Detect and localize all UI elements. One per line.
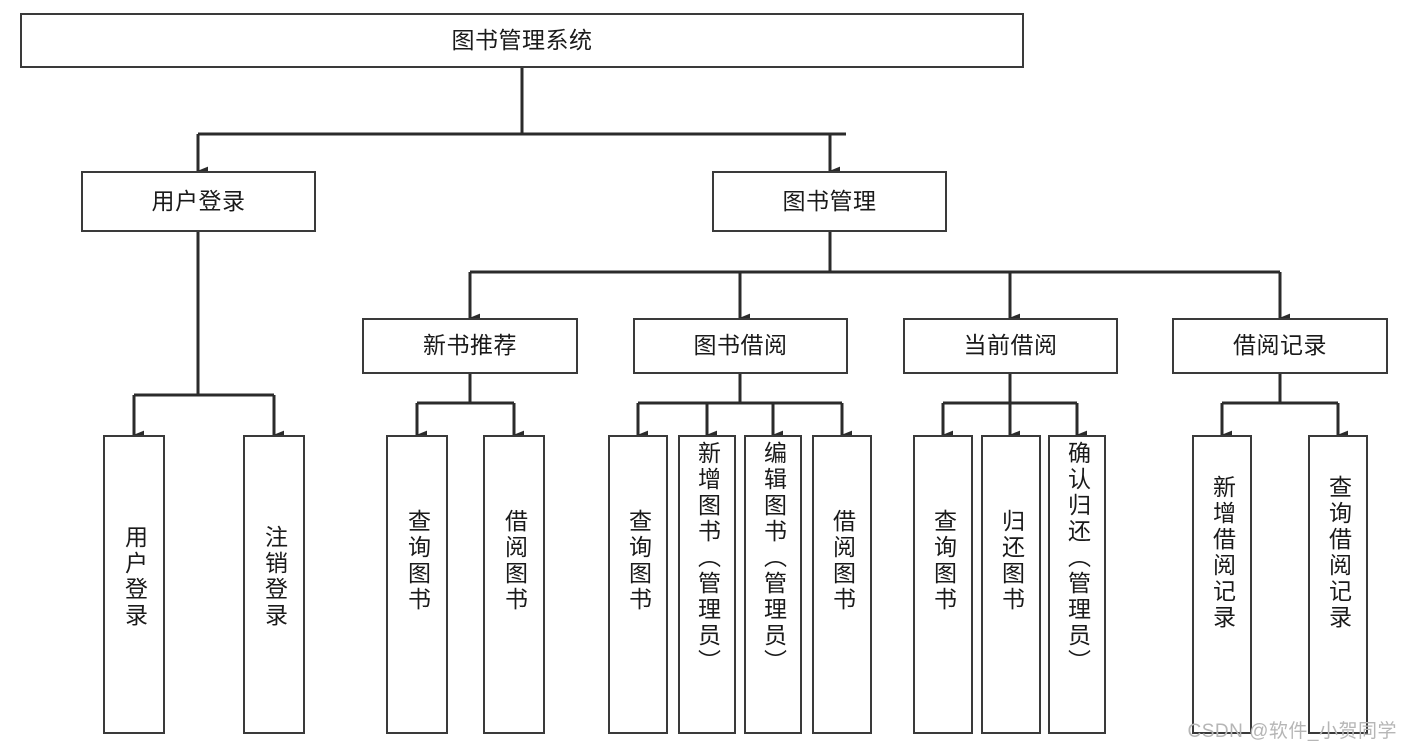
node-new-book-recommend[interactable]: 新书推荐 <box>362 318 578 374</box>
leaf-borrow-book-borrow[interactable]: 借阅图书 <box>812 435 872 734</box>
csdn-watermark: CSDN @软件_小贺同学 <box>1187 721 1397 742</box>
node-book-management[interactable]: 图书管理 <box>712 171 947 232</box>
node-label: 查询借阅记录 <box>1325 475 1352 631</box>
node-label: 借阅图书 <box>829 509 856 613</box>
node-label: 新增借阅记录 <box>1209 475 1236 631</box>
leaf-query-book-borrow[interactable]: 查询图书 <box>608 435 668 734</box>
node-label: 新书推荐 <box>423 332 517 359</box>
node-root-book-management-system[interactable]: 图书管理系统 <box>20 13 1024 68</box>
node-user-login[interactable]: 用户登录 <box>81 171 316 232</box>
node-label: 用户登录 <box>121 525 148 629</box>
leaf-add-borrow-record[interactable]: 新增借阅记录 <box>1192 435 1252 734</box>
node-borrow-records[interactable]: 借阅记录 <box>1172 318 1388 374</box>
node-label: 编辑图书（管理员） <box>760 441 787 675</box>
node-label: 查询图书 <box>404 509 431 613</box>
node-label: 当前借阅 <box>963 332 1058 359</box>
leaf-logout-login[interactable]: 注销登录 <box>243 435 305 734</box>
leaf-query-book-newbook[interactable]: 查询图书 <box>386 435 448 734</box>
node-current-borrow[interactable]: 当前借阅 <box>903 318 1118 374</box>
leaf-query-borrow-record[interactable]: 查询借阅记录 <box>1308 435 1368 734</box>
leaf-user-login[interactable]: 用户登录 <box>103 435 165 734</box>
node-label: 注销登录 <box>261 525 288 629</box>
leaf-edit-book-admin[interactable]: 编辑图书（管理员） <box>744 435 802 734</box>
leaf-confirm-return-admin[interactable]: 确认归还（管理员） <box>1048 435 1106 734</box>
node-label: 确认归还（管理员） <box>1064 441 1091 675</box>
node-label: 新增图书（管理员） <box>694 441 721 675</box>
node-label: 借阅记录 <box>1233 332 1327 359</box>
leaf-borrow-book-newbook[interactable]: 借阅图书 <box>483 435 545 734</box>
leaf-return-book[interactable]: 归还图书 <box>981 435 1041 734</box>
leaf-add-book-admin[interactable]: 新增图书（管理员） <box>678 435 736 734</box>
node-label: 查询图书 <box>625 509 652 613</box>
node-label: 用户登录 <box>151 187 246 214</box>
node-label: 归还图书 <box>998 509 1025 613</box>
node-label: 图书管理 <box>782 187 877 214</box>
node-label: 图书管理系统 <box>451 26 593 53</box>
node-book-borrow[interactable]: 图书借阅 <box>633 318 848 374</box>
leaf-query-book-current[interactable]: 查询图书 <box>913 435 973 734</box>
node-label: 查询图书 <box>930 509 957 613</box>
node-label: 借阅图书 <box>501 509 528 613</box>
node-label: 图书借阅 <box>693 332 788 359</box>
